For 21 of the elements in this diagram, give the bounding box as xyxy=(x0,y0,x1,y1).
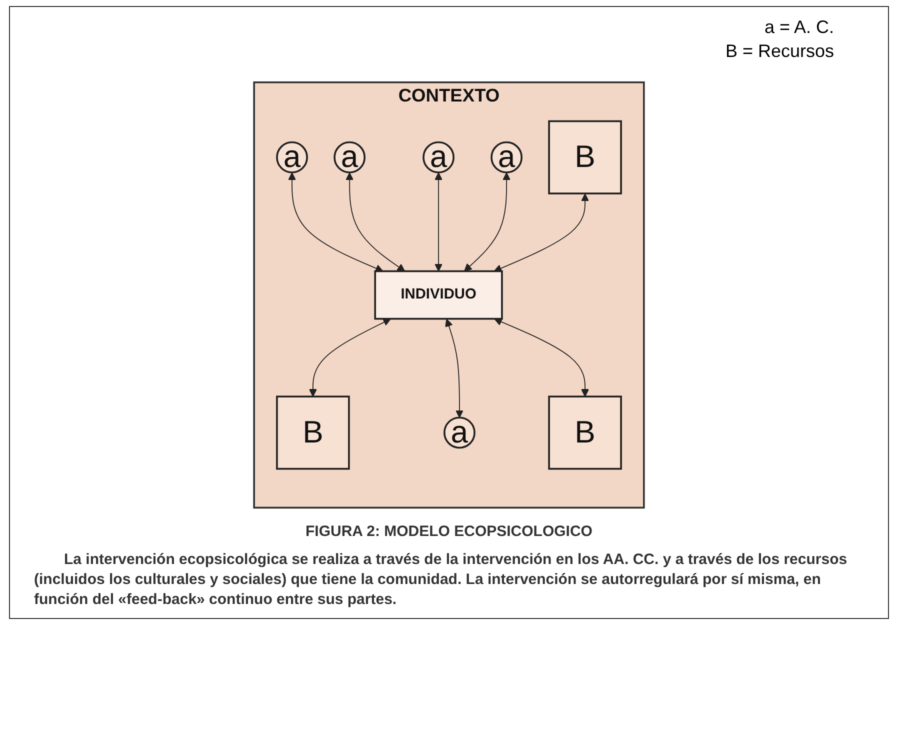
node-box: B xyxy=(276,396,350,470)
node-box: B xyxy=(548,396,622,470)
arrow xyxy=(494,318,590,397)
legend-text: a = A. C. xyxy=(764,16,834,39)
caption-paragraph: La intervención ecopsicológica se realiza a través de la intervención en los AA. CC. y a través de los recursos (incluidos los culturales y sociales) que tiene la comunidad. La intervención se autorregulará por sí misma, en función del «feed-back» continuo entre sus partes. xyxy=(34,550,848,610)
figure-caption: FIGURA 2: MODELO ECOPSICOLOGICO xyxy=(304,523,594,540)
arrow xyxy=(445,318,464,418)
node-circle: a xyxy=(422,141,454,174)
arrow xyxy=(308,318,391,397)
node-circle: a xyxy=(334,141,366,174)
arrow xyxy=(288,172,384,272)
arrow xyxy=(346,172,406,272)
node-circle: a xyxy=(490,141,523,174)
node-circle: a xyxy=(276,141,308,174)
arrow xyxy=(494,193,590,272)
node-circle: a xyxy=(444,416,476,449)
node-box: INDIVIDUO xyxy=(374,270,503,320)
legend-text: B = Recursos xyxy=(725,40,834,63)
node-box: B xyxy=(548,120,622,194)
arrow xyxy=(434,172,443,272)
arrow xyxy=(464,172,511,272)
